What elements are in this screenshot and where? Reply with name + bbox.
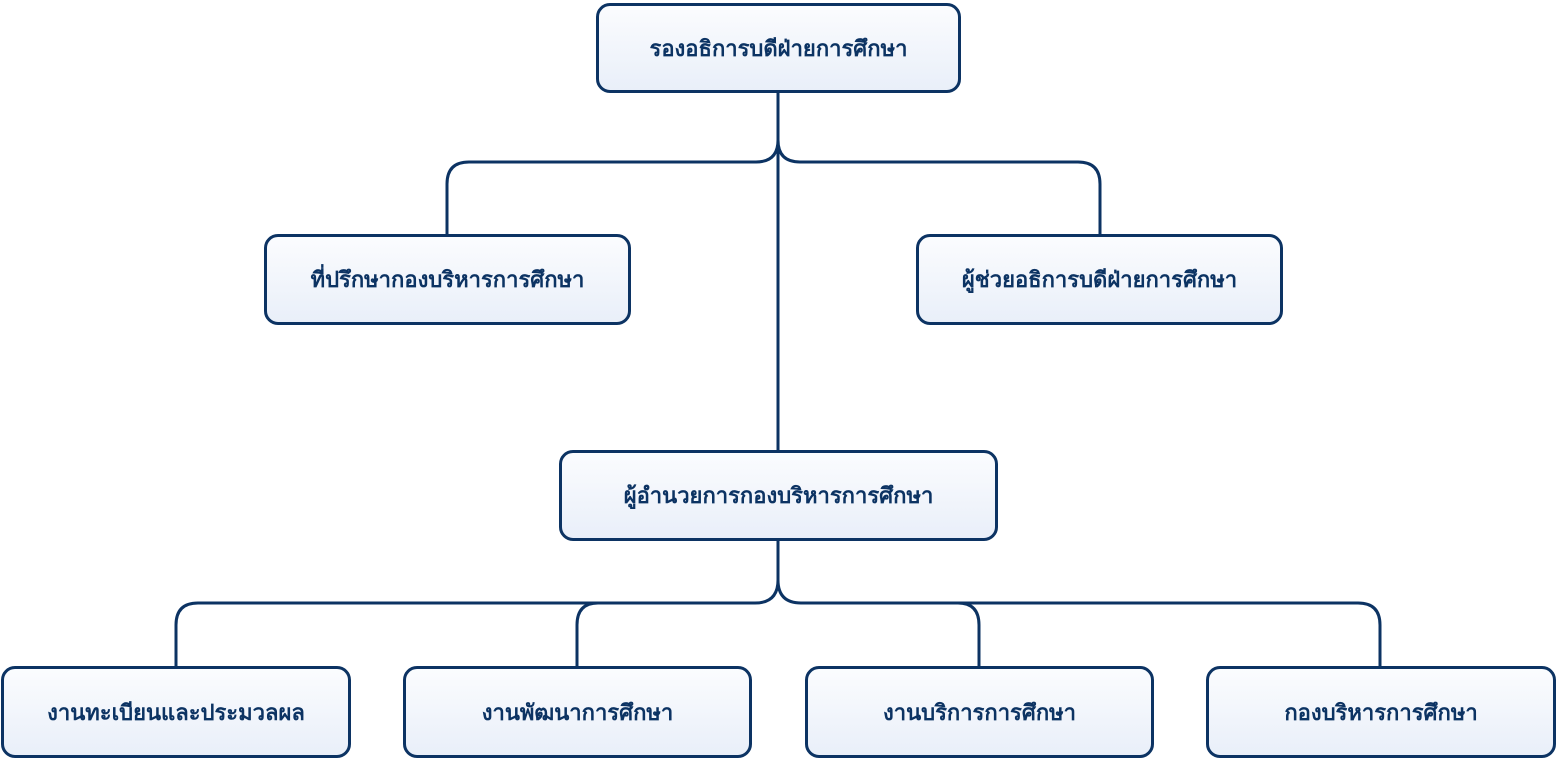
node-label: งานทะเบียนและประมวลผล [47, 700, 305, 726]
node-service: งานบริการการศึกษา [805, 666, 1154, 758]
node-label: รองอธิการบดีฝ่ายการศึกษา [649, 36, 908, 62]
node-vice-president: รองอธิการบดีฝ่ายการศึกษา [596, 3, 961, 93]
node-assistant: ผู้ช่วยอธิการบดีฝ่ายการศึกษา [916, 234, 1283, 325]
node-label: งานบริการการศึกษา [882, 700, 1077, 726]
connector-registration [174, 540, 780, 666]
node-label: ที่ปรึกษากองบริหารการศึกษา [310, 268, 585, 293]
connector-advisor [445, 139, 780, 234]
node-director: ผู้อำนวยการกองบริหารการศึกษา [559, 450, 998, 541]
node-administration: กองบริหารการศึกษา [1206, 666, 1556, 758]
connector-development [575, 601, 599, 666]
node-development: งานพัฒนาการศึกษา [403, 666, 752, 758]
node-label: กองบริหารการศึกษา [1284, 700, 1478, 726]
node-label: ผู้ช่วยอธิการบดีฝ่ายการศึกษา [961, 268, 1238, 293]
node-advisor: ที่ปรึกษากองบริหารการศึกษา [264, 234, 631, 325]
node-registration: งานทะเบียนและประมวลผล [1, 666, 351, 758]
node-label: งานพัฒนาการศึกษา [481, 700, 674, 726]
connector-administration [776, 579, 1382, 666]
node-label: ผู้อำนวยการกองบริหารการศึกษา [623, 484, 934, 509]
connector-assistant [776, 139, 1102, 234]
connector-service [957, 601, 981, 666]
